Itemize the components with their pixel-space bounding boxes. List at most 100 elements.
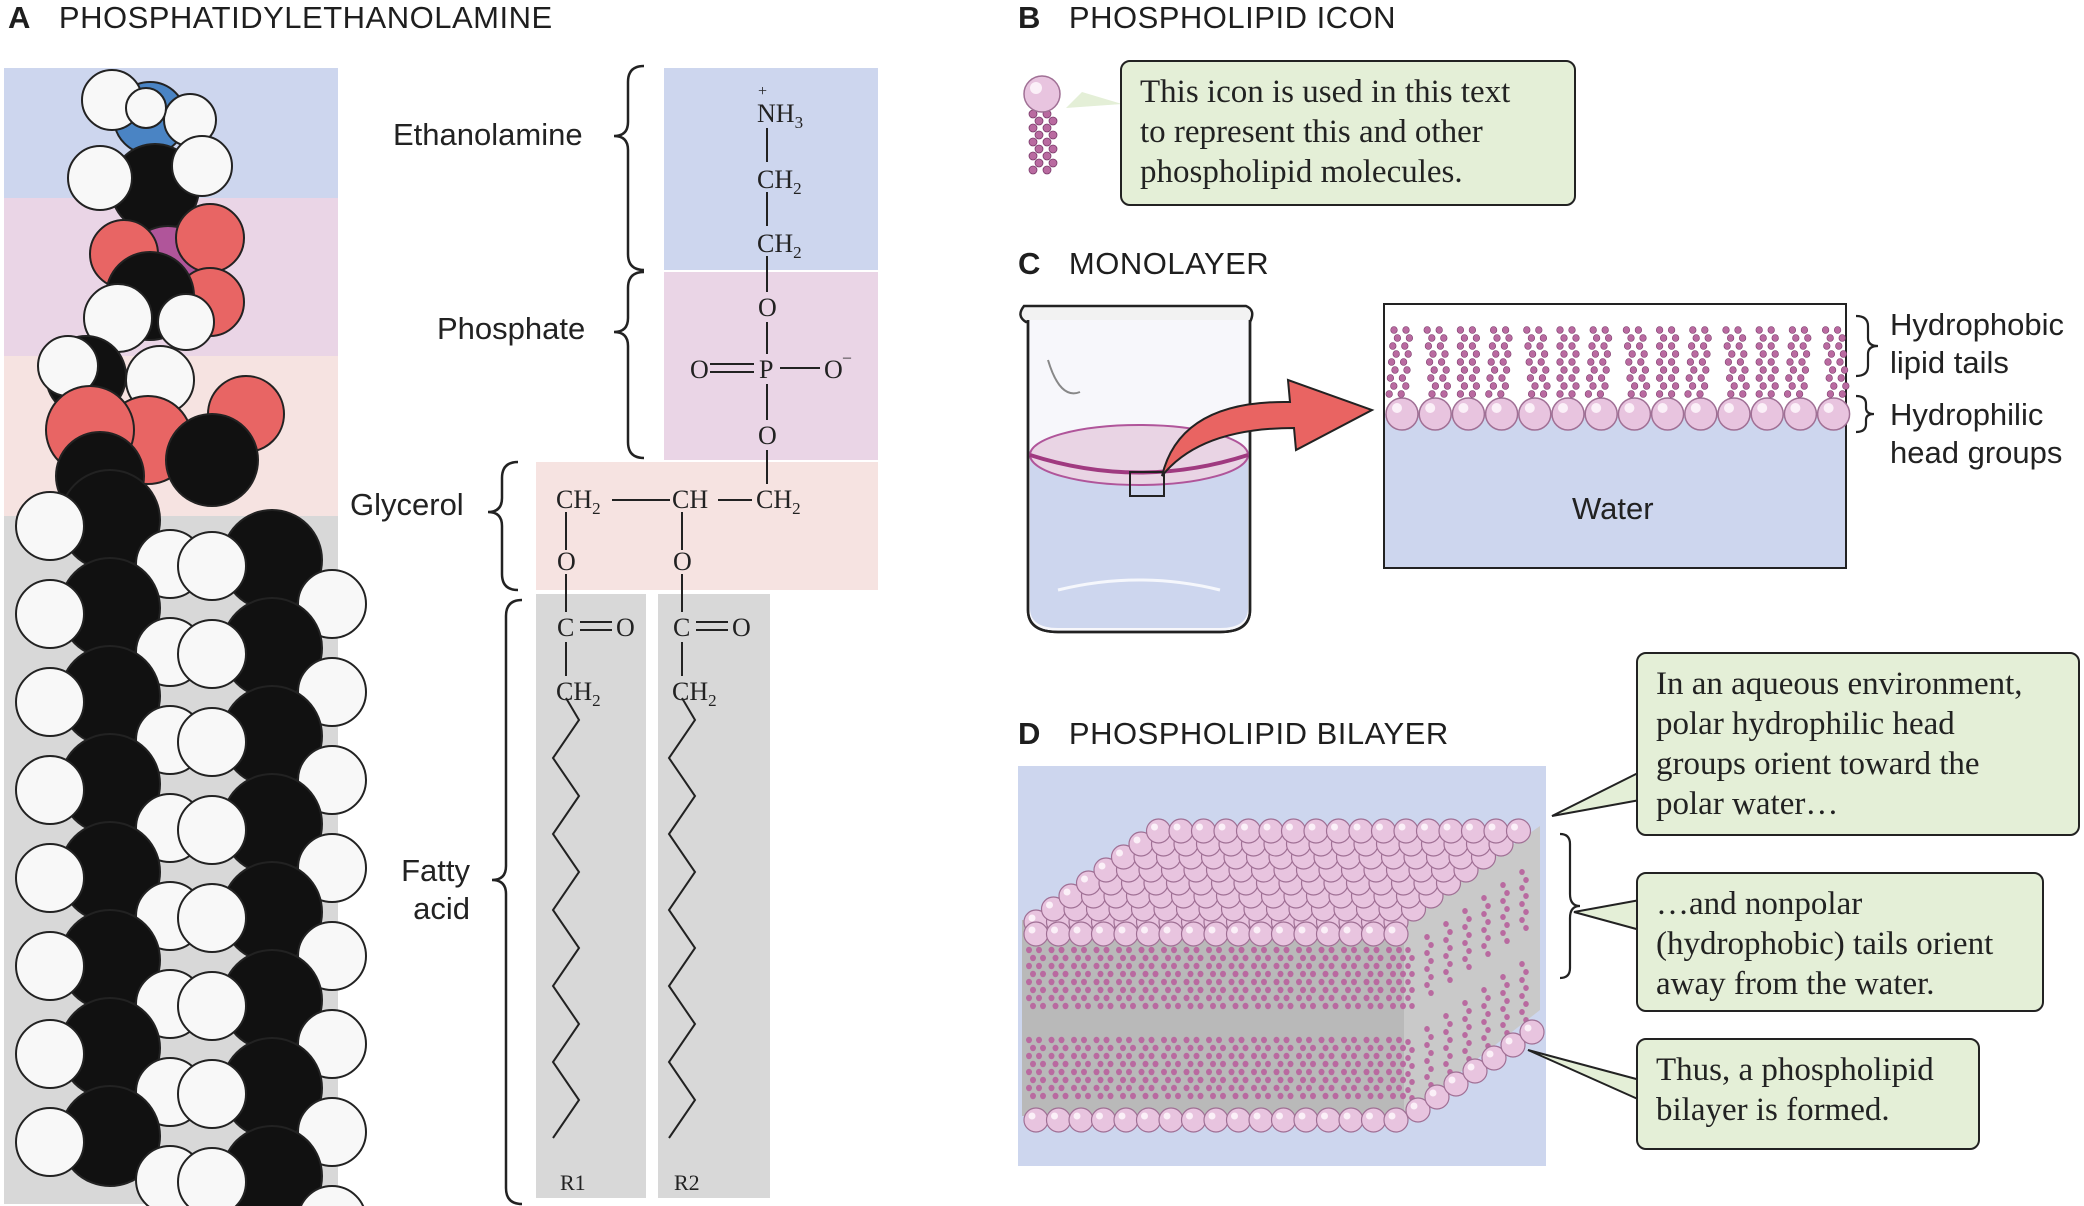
- fatty-acid-brace: [491, 598, 523, 1206]
- model-atom: [15, 1107, 85, 1177]
- panel-a-title: PHOSPHATIDYLETHANOLAMINE: [58, 0, 553, 35]
- formula-carbonyl-o-1: O: [616, 613, 635, 642]
- model-atom: [125, 87, 167, 129]
- glycerol-label: Glycerol: [350, 487, 464, 522]
- formula-fa-ch2-1: CH2: [556, 677, 601, 710]
- formula-glycerol-ch2-b: CH2: [756, 485, 801, 518]
- fatty-acid-label: Fatty acid: [396, 852, 470, 928]
- panel-b-letter: B: [1018, 0, 1041, 35]
- model-atom: [177, 707, 247, 777]
- formula-text: + NH3 CH2 CH2 O O P O – O CH2 CH CH2 O O…: [556, 83, 852, 1195]
- fatty-acid-1-band: [536, 594, 646, 1198]
- bilayer-callout-line-2: bilayer is formed.: [1656, 1092, 1890, 1128]
- formula-ester-o-2: O: [673, 547, 692, 576]
- panel-b-title: PHOSPHOLIPID ICON: [1068, 0, 1397, 35]
- model-atom: [177, 1059, 247, 1129]
- model-atom: [15, 755, 85, 825]
- model-atom: [299, 1185, 365, 1206]
- formula-ester-o-1: O: [557, 547, 576, 576]
- model-atom: [165, 413, 259, 507]
- tails-callout-line-1: …and nonpolar: [1656, 886, 1863, 922]
- model-atom: [177, 883, 247, 953]
- formula-o-minus: O: [824, 355, 843, 384]
- bilayer-brace: [1559, 832, 1581, 980]
- phosphate-band-formula: [664, 272, 878, 460]
- model-atom: [177, 619, 247, 689]
- model-atom: [171, 135, 233, 197]
- beaker: [1019, 304, 1254, 634]
- phospholipid-icon: [1023, 75, 1122, 175]
- panel-c-title: MONOLAYER: [1068, 246, 1270, 281]
- water-label: Water: [1572, 491, 1654, 526]
- tails-callout-line-2: (hydrophobic) tails orient: [1656, 926, 1994, 962]
- formula-o-double: O: [690, 355, 709, 384]
- glycerol-brace: [487, 460, 519, 592]
- panel-d-title: PHOSPHOLIPID BILAYER: [1068, 716, 1449, 751]
- model-atom: [157, 293, 215, 351]
- model-atom: [15, 843, 85, 913]
- formula-bonds: [551, 128, 820, 1139]
- model-atom: [15, 579, 85, 649]
- phosphate-brace: [613, 270, 645, 460]
- zoom-arrow: [1161, 378, 1375, 477]
- head-group-callout-line-1: In an aqueous environment,: [1656, 666, 2023, 702]
- head-group-callout-line-3: groups orient toward the: [1656, 746, 1980, 782]
- panel-b-heading: B PHOSPHOLIPID ICON: [1018, 0, 1396, 36]
- formula-ch2-1: CH2: [757, 165, 802, 198]
- fatty-acid-2-chain: [667, 697, 697, 1139]
- formula-plus: +: [758, 83, 767, 100]
- fatty-acid-label-line-2: acid: [413, 891, 470, 926]
- fatty-acid-1-chain: [551, 697, 581, 1139]
- formula-glycerol-ch: CH: [672, 485, 708, 514]
- ethanolamine-brace: [613, 64, 645, 272]
- head-group-callout-line-4: polar water…: [1656, 786, 1839, 822]
- formula-c-1: C: [557, 613, 574, 642]
- ethanolamine-band-formula: [664, 68, 878, 270]
- formula-r1: R1: [560, 1170, 586, 1195]
- model-atom: [15, 1019, 85, 1089]
- icon-callout-line-2: to represent this and other: [1140, 114, 1483, 150]
- model-atom: [177, 531, 247, 601]
- tails-label-line-2: lipid tails: [1890, 345, 2009, 380]
- bilayer-callout: Thus, a phospholipid bilayer is formed.: [1636, 1038, 1980, 1150]
- formula-ch2-2: CH2: [757, 229, 802, 262]
- heads-label-line-1: Hydrophilic: [1890, 397, 2044, 432]
- formula-r2: R2: [674, 1170, 700, 1195]
- formula-o-2: O: [758, 421, 777, 450]
- braces: [487, 64, 645, 1206]
- tails-callout: …and nonpolar (hydrophobic) tails orient…: [1636, 872, 2044, 1012]
- formula-o-1: O: [758, 293, 777, 322]
- model-atom: [15, 667, 85, 737]
- tails-label-line-1: Hydrophobic: [1890, 307, 2065, 342]
- icon-callout: This icon is used in this text to repres…: [1120, 60, 1576, 206]
- bilayer-callout-line-1: Thus, a phospholipid: [1656, 1052, 1934, 1088]
- callout-pointers: [1527, 771, 1641, 1101]
- model-atom: [177, 971, 247, 1041]
- formula-fa-ch2-2: CH2: [672, 677, 717, 710]
- model-atom: [67, 145, 133, 211]
- panel-a-heading: A PHOSPHATIDYLETHANOLAMINE: [8, 0, 553, 36]
- formula-nh3: NH3: [757, 99, 803, 132]
- panel-a-letter: A: [8, 0, 31, 35]
- icon-callout-line-1: This icon is used in this text: [1140, 74, 1511, 110]
- space-filling-model: [15, 69, 367, 1206]
- formula-minus: –: [842, 349, 852, 366]
- model-atom: [175, 203, 245, 273]
- formula-carbonyl-o-2: O: [732, 613, 751, 642]
- monolayer-braces: [1855, 314, 1879, 434]
- tails-label: Hydrophobic lipid tails: [1890, 306, 2064, 382]
- model-atom: [177, 795, 247, 865]
- model-atom: [15, 491, 85, 561]
- head-group-callout-line-2: polar hydrophilic head: [1656, 706, 1955, 742]
- formula-p: P: [759, 355, 773, 384]
- phosphate-label: Phosphate: [437, 311, 586, 346]
- model-atom: [177, 1147, 247, 1206]
- heads-label: Hydrophilic head groups: [1890, 396, 2062, 472]
- formula-glycerol-ch2-a: CH2: [556, 485, 601, 518]
- icon-callout-line-3: phospholipid molecules.: [1140, 154, 1463, 190]
- heads-label-line-2: head groups: [1890, 435, 2063, 470]
- ethanolamine-label: Ethanolamine: [393, 117, 583, 152]
